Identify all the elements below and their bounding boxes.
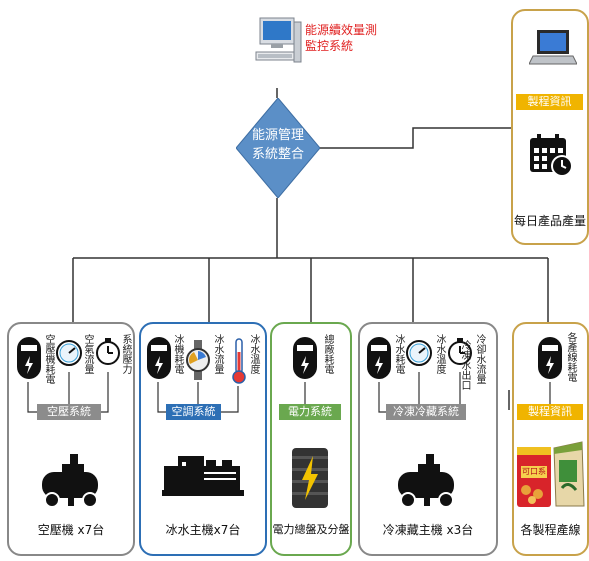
cold-system-tag: 冷凍冷藏系統 (386, 404, 466, 420)
meter-label: 空壓機耗電 (43, 334, 54, 384)
power-meter-icon (16, 336, 42, 380)
system-title: 能源續效量測 監控系統 (305, 23, 378, 53)
meter-label: 冰水流量 (212, 334, 223, 374)
power-panel-label: 電力總盤及分盤 (272, 523, 350, 536)
refrigeration-label: 冷凍藏主機 x3台 (382, 523, 474, 537)
hvac-system-tag: 空調系統 (166, 404, 221, 420)
refrigeration-compressor-icon (396, 452, 458, 508)
meter-label: 系統壓力 (120, 334, 131, 374)
power-meter-icon (366, 336, 392, 380)
power-system-tag: 電力系統 (279, 404, 341, 420)
meter-label: 冰水溫度 (248, 334, 259, 374)
air-compressor-icon (40, 452, 102, 508)
laptop-icon (528, 24, 578, 72)
air-compressor-label: 空壓機 x7台 (37, 523, 105, 537)
chiller-label: 冰水主機x7台 (165, 523, 241, 537)
gauge-icon (56, 340, 82, 366)
thermometer-icon (232, 338, 246, 384)
clock-gauge-icon (448, 338, 472, 366)
computer-icon (254, 16, 302, 82)
product-box-icon (550, 440, 586, 508)
air-system-tag: 空壓系統 (37, 404, 101, 420)
product-text: 可口系 (522, 467, 546, 476)
power-meter-icon (292, 336, 318, 380)
clock-gauge-icon (96, 338, 120, 366)
integration-title: 能源管理 系統整合 (251, 128, 304, 162)
meter-label: 空氣流量 (82, 334, 93, 374)
power-panel-icon (290, 446, 330, 510)
process-tag: 製程資訊 (517, 404, 583, 420)
calendar-icon (528, 132, 574, 178)
meter-label: 總廠耗電 (322, 334, 333, 374)
process-info-tag: 製程資訊 (516, 94, 583, 110)
meter-label: 冷凍水出口 (459, 340, 470, 390)
process-line-panel (512, 322, 589, 556)
flow-meter-icon (186, 340, 210, 380)
integration-diamond (235, 97, 321, 199)
meter-label: 冰機耗電 (172, 334, 183, 374)
meter-label: 各產線耗電 (565, 332, 576, 382)
product-bag-icon (516, 446, 552, 508)
power-meter-icon (537, 336, 563, 380)
meter-label: 冷卻水流量 (474, 334, 485, 384)
meter-label: 冰水溫度 (434, 334, 445, 374)
gauge-icon (406, 340, 432, 366)
power-meter-icon (146, 336, 172, 380)
chiller-icon (160, 452, 246, 498)
daily-output-label: 每日產品產量 (513, 214, 586, 228)
meter-label: 冰水耗電 (393, 334, 404, 374)
process-line-label: 各製程產線 (520, 523, 581, 537)
